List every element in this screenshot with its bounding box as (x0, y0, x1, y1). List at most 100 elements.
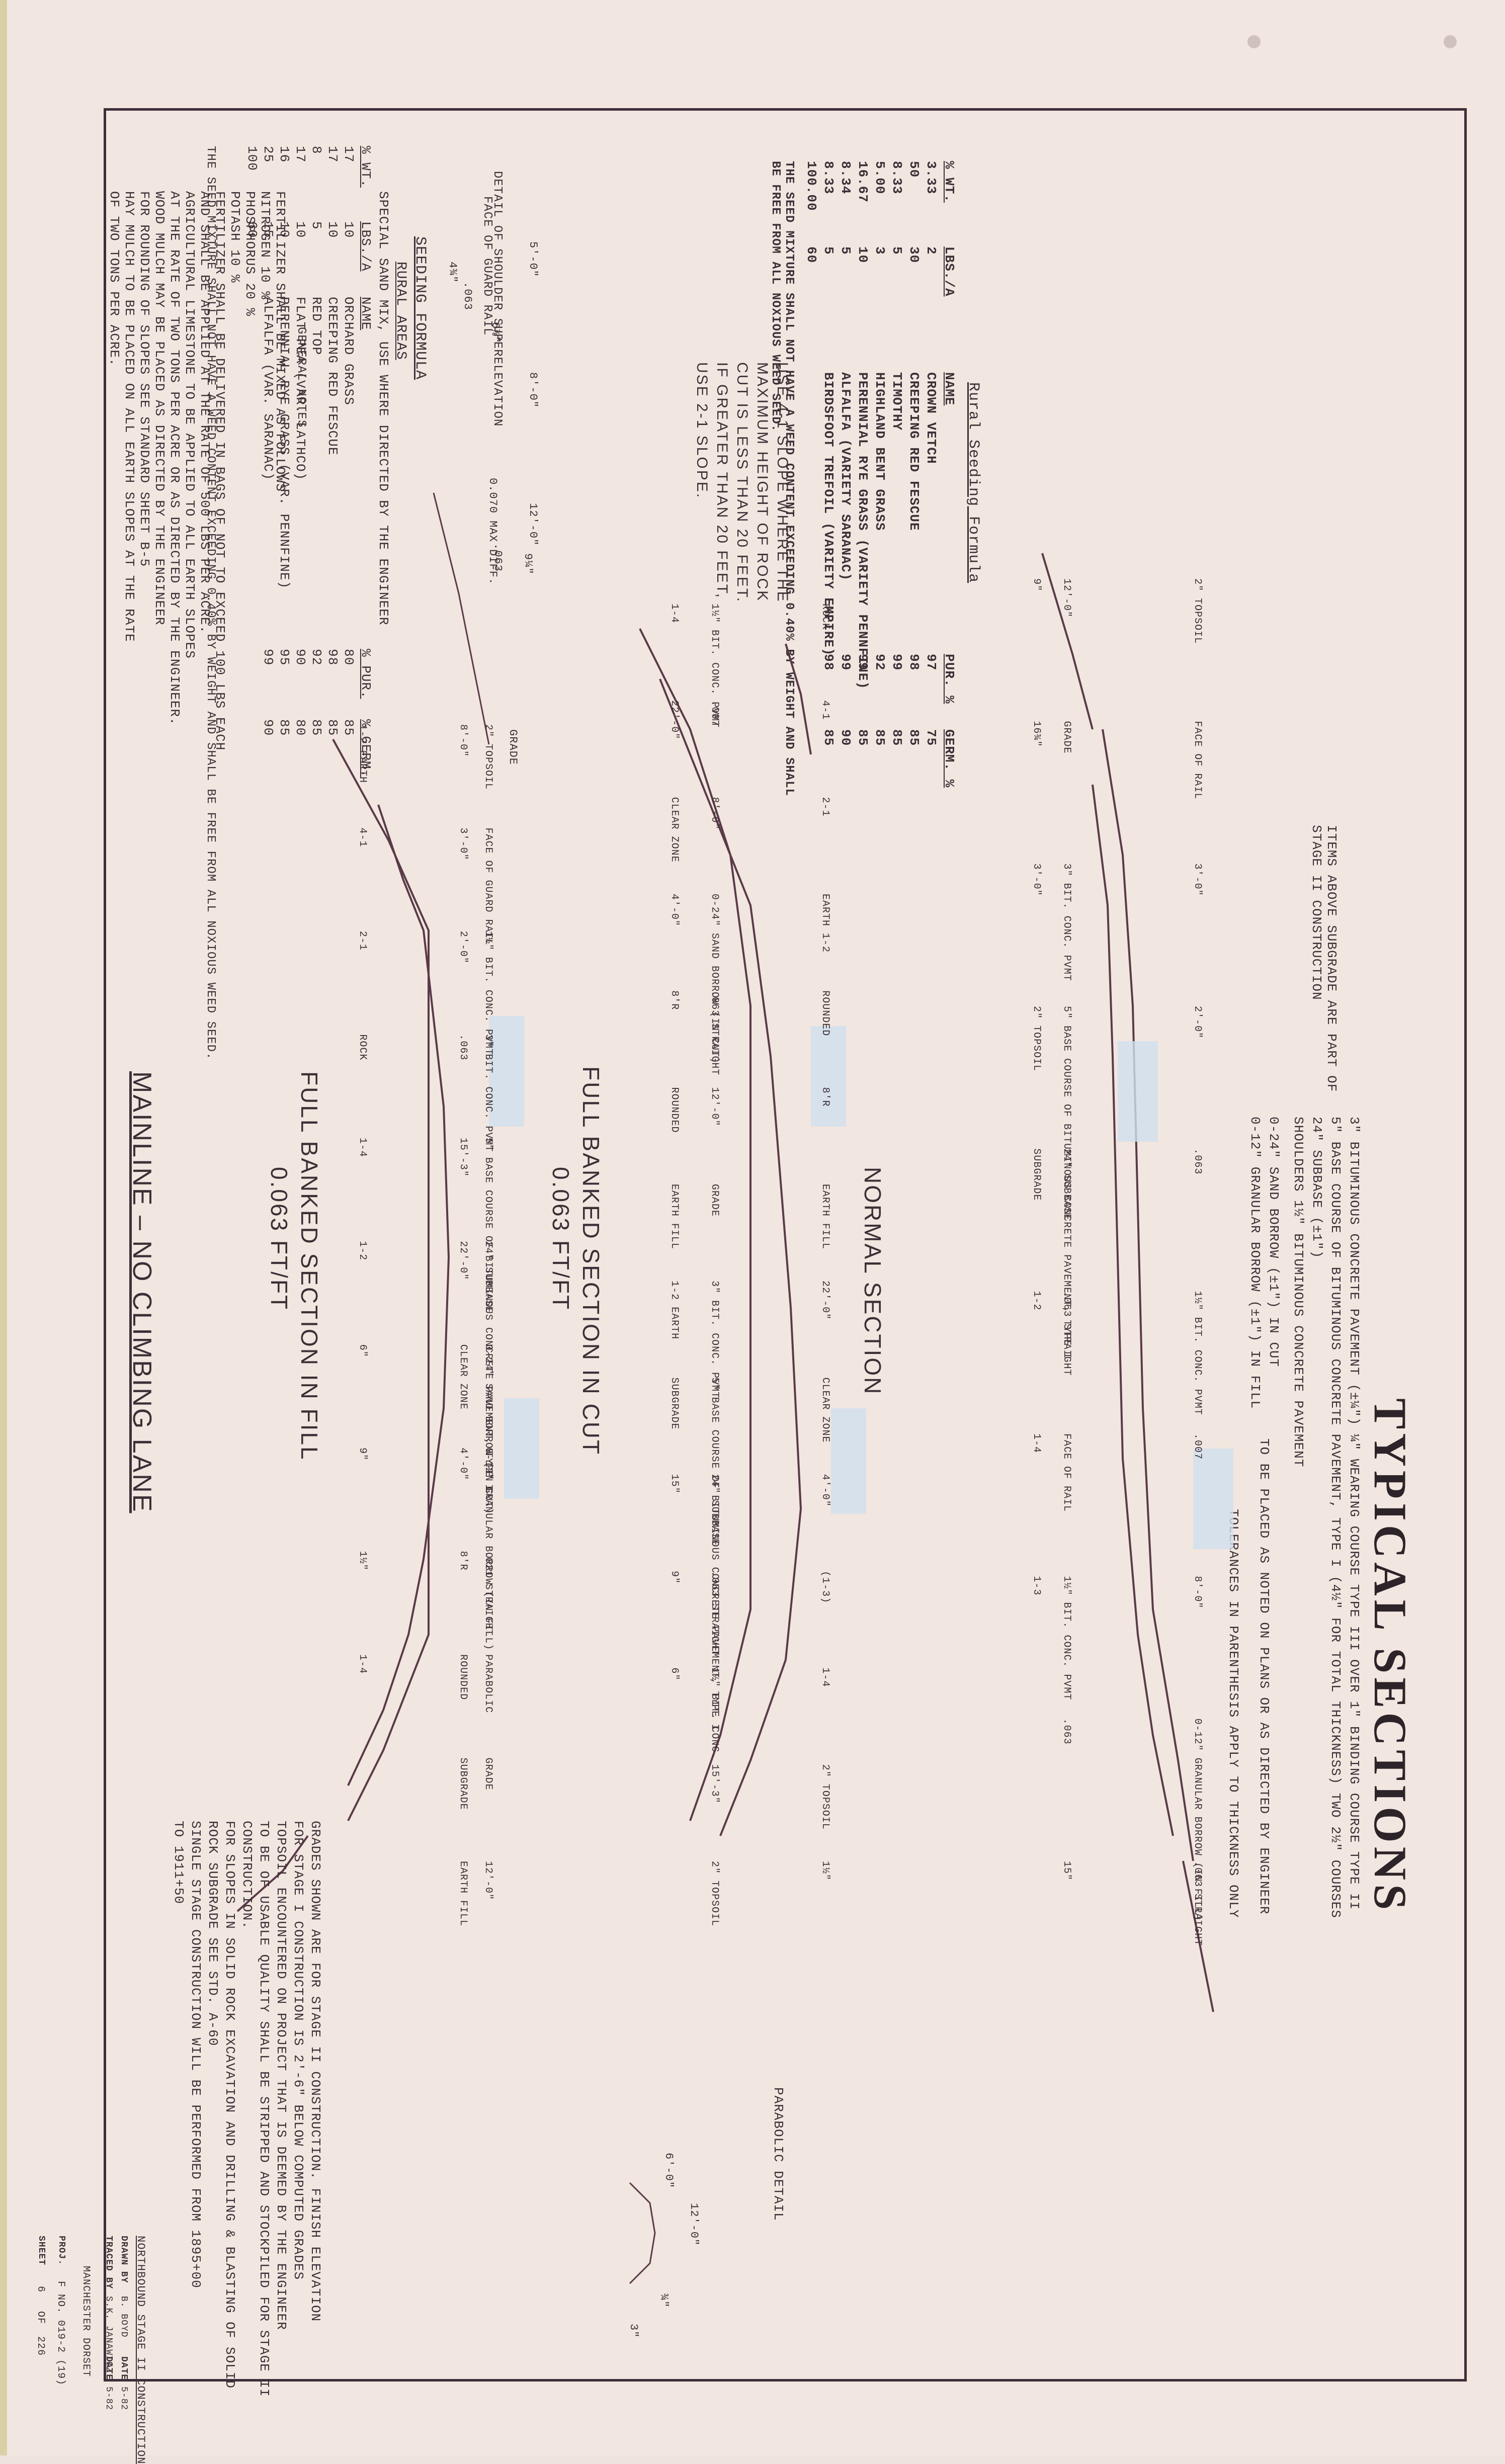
section-label: 15" (668, 1474, 680, 1494)
section-label: ROUNDED (668, 1087, 680, 1133)
grade-note-line: TO 1911+50 (171, 1821, 186, 1905)
section-label: GRADE (709, 1183, 720, 1217)
parabolic-label: 3" (627, 2324, 640, 2338)
fill-slope-left (1041, 553, 1094, 730)
of-label: OF (35, 2311, 46, 2325)
section-label: 1-4 (668, 604, 680, 624)
parabolic-label: 12'-0" (688, 2203, 700, 2246)
drawn-by: B. BOYD (119, 2296, 129, 2338)
section-label: 1½" BIT. CONC. PVMT (1192, 1291, 1203, 1415)
grade-note-line: GRADES SHOWN ARE FOR STAGE II CONSTRUCTI… (308, 1821, 323, 2322)
section-label: .063 (1061, 1718, 1072, 1745)
section-label: SUBGRADE (668, 1377, 680, 1430)
section-label: .007 (1192, 1433, 1203, 1460)
fill-section-lines (1041, 553, 1214, 2012)
section-label: 12'-0" (482, 1861, 494, 1901)
banked-cut-caption: FULL BANKED SECTION IN CUT (578, 1066, 604, 1456)
section-label: 12'-0" (1061, 578, 1072, 618)
normal-section-lines (236, 739, 450, 1912)
section-label: 1-2 (357, 1241, 368, 1261)
banked-cut-rate: 0.063 FT/FT (548, 1167, 574, 1311)
section-label: 22'-0" (668, 700, 680, 740)
fill-subgrade (1102, 729, 1194, 1861)
normal-surface (347, 804, 450, 1786)
section-label: CLEAR ZONE (819, 1377, 831, 1443)
section-label: 2" TOPSOIL (482, 724, 494, 790)
section-label: .063 STRAIGHT (709, 1571, 720, 1656)
section-label: .021 STRAIGHT (482, 1551, 494, 1636)
section-label: EARTH 1-2 (819, 893, 831, 953)
parabolic-label: 6'-0" (662, 2153, 675, 2189)
town: MANCHESTER DORSET (80, 2266, 92, 2377)
section-label: 8'-0" (457, 724, 469, 757)
section-label: CLEAR ZONE (668, 797, 680, 863)
section-label: 8'R (457, 1551, 469, 1571)
grade-note-line: FOR SLOPES IN SOLID ROCK EXCAVATION AND … (222, 1821, 237, 2389)
section-label: 1½" (819, 1861, 831, 1881)
section-label: EARTH FILL (457, 1861, 469, 1927)
fill-surface (1092, 784, 1174, 1836)
title-block-header: NORTHBOUND STAGE II CONSTRUCTION (134, 2236, 147, 2464)
section-label: 2-1 (357, 930, 368, 951)
section-label: 2" TOPSOIL (1192, 578, 1203, 644)
section-label: .063 STRAIGHT (1061, 1291, 1072, 1376)
section-label: PARABOLIC (482, 1654, 494, 1714)
parabolic-title: PARABOLIC DETAIL (771, 2087, 786, 2221)
section-label: FACE OF GUARD RAIL (482, 827, 494, 946)
section-label: 8'-0" (1192, 1576, 1203, 1609)
section-label: 9" (1031, 578, 1042, 592)
section-label: SUBGRADE (1031, 1148, 1042, 1201)
section-label: 8'R (668, 990, 680, 1010)
highlight-mark (1193, 1449, 1233, 1549)
traced-label: TRACED BY (104, 2236, 114, 2289)
section-label: 15'-3" (709, 1764, 720, 1804)
section-label: CLEAR ZONE (457, 1344, 469, 1410)
highlight-mark (811, 1026, 846, 1127)
section-label: 3" BIT. CONC. PVMT (1061, 863, 1072, 981)
title-block: NORTHBOUND STAGE II CONSTRUCTION DRAWN B… (11, 2236, 147, 2464)
section-label: EARTH FILL (668, 1183, 680, 1249)
grade-note-line: ROCK SUBGRADE SEE STD. A-60 (205, 1821, 220, 2047)
normal-section-caption: NORMAL SECTION (860, 1167, 886, 1396)
section-label: 15'-3" (457, 1137, 469, 1177)
super-detail-line (433, 492, 490, 745)
section-label: .007 (709, 700, 720, 727)
section-label: 3" BIT. CONC. PVMT (482, 1034, 494, 1152)
section-label: 2" TOPSOIL (819, 1764, 831, 1830)
banked-fill-caption: FULL BANKED SECTION IN FILL (296, 1071, 322, 1461)
normal-subgrade (332, 739, 430, 1821)
traced-date-label: DATE (104, 2356, 114, 2381)
section-label: 12'-0" (709, 1087, 720, 1127)
section-label: 24" SUBBASE (709, 1474, 720, 1546)
section-label: FACE OF RAIL (1061, 1433, 1072, 1512)
section-label: 3'-0" (1192, 863, 1203, 896)
section-label: 9" (668, 1571, 680, 1584)
parabolic-detail-curve (629, 2182, 656, 2284)
normal-rock-slope (236, 1835, 309, 1912)
section-label: 1-2 EARTH (668, 1281, 680, 1340)
section-label: .063 STRAIGHT (1192, 1861, 1203, 1946)
grade-note-line: CONSTRUCTION. (239, 1821, 255, 1929)
section-label: 1-2 EARTH (357, 724, 368, 784)
section-label: 4'-0" (668, 893, 680, 926)
highlight-mark (504, 1398, 539, 1499)
section-label: 2" TOPSOIL (1031, 1006, 1042, 1072)
section-label: 8'R (819, 1087, 831, 1107)
section-label: 8'-0" (709, 797, 720, 830)
section-label: ROUNDED (457, 1654, 469, 1701)
section-label: 1½" BIT. CONC. (709, 1667, 720, 1759)
section-label: 1½" (357, 1551, 368, 1571)
cut-surface (659, 678, 802, 1836)
section-label: .063 (457, 1034, 469, 1061)
banked-fill-rate: 0.063 FT/FT (266, 1167, 292, 1311)
section-label: 16¾" (1031, 721, 1042, 747)
section-label: 1-2 (1031, 1291, 1042, 1311)
paper-edge-strip (0, 0, 7, 2455)
drawn-date: 5-82 (119, 2387, 129, 2411)
section-label: 22'-0" (819, 1281, 831, 1320)
section-label: .063 (1192, 1148, 1203, 1175)
drawn-date-label: DATE (119, 2356, 129, 2381)
sheet-total: 226 (35, 2336, 46, 2356)
drawn-label: DRAWN BY (119, 2236, 129, 2283)
parabolic-label: ¾" (657, 2293, 670, 2308)
